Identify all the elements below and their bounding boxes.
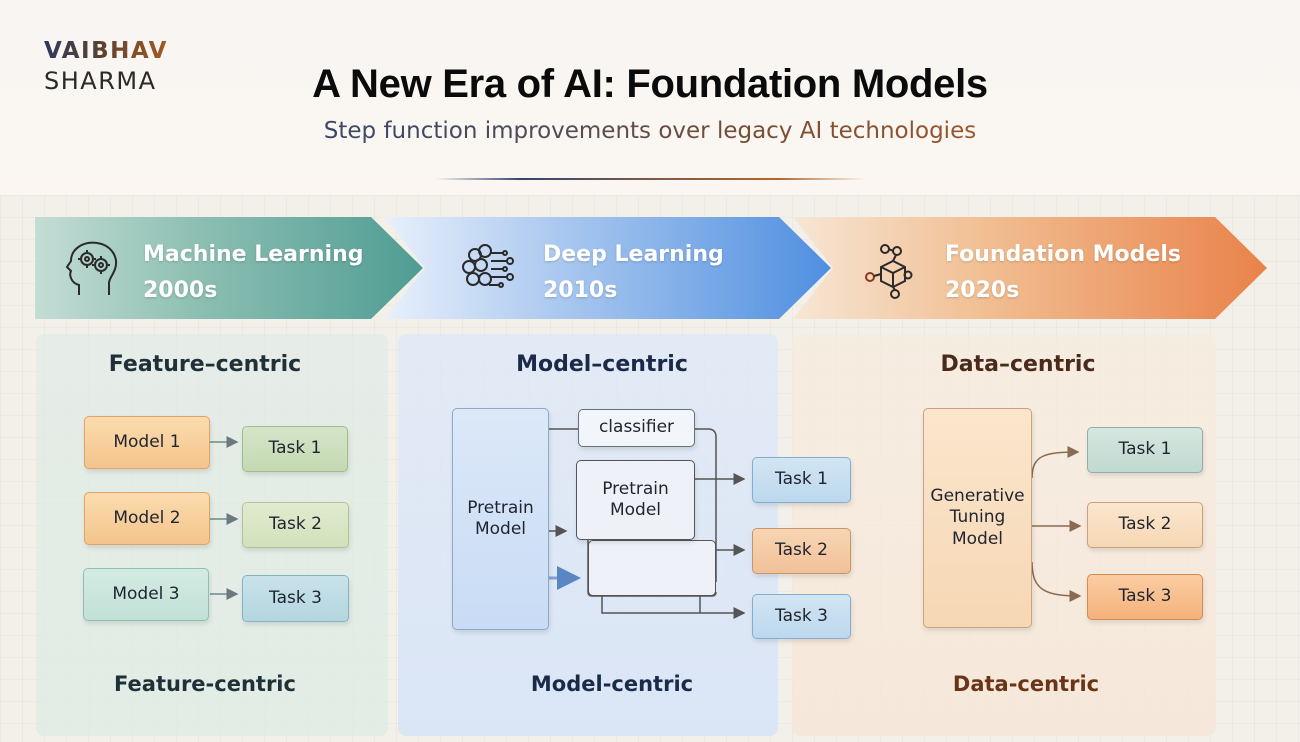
heading-feature-centric: Feature–centric bbox=[108, 352, 302, 377]
era-name: Foundation Models bbox=[945, 242, 1181, 267]
footer-feature-centric: Feature-centric bbox=[114, 672, 296, 696]
ml-model-2: Model 2 bbox=[84, 492, 210, 545]
page-title: A New Era of AI: Foundation Models bbox=[312, 62, 988, 106]
fm-task-2: Task 2 bbox=[1087, 502, 1203, 548]
footer-model-centric: Model-centric bbox=[530, 672, 694, 696]
era-name: Machine Learning bbox=[143, 242, 364, 267]
page-subtitle: Step function improvements over legacy A… bbox=[240, 118, 1060, 144]
ml-model-3: Model 3 bbox=[83, 568, 209, 621]
ml-task-1: Task 1 bbox=[242, 426, 348, 472]
logo-line1: VAIBHAV bbox=[44, 38, 168, 64]
banner-deep-learning: Deep Learning 2010s bbox=[385, 217, 831, 319]
header-divider bbox=[435, 178, 865, 180]
head-gears-icon bbox=[63, 239, 125, 299]
ml-task-3: Task 3 bbox=[242, 575, 349, 622]
heading-data-centric: Data–centric bbox=[940, 352, 1096, 377]
heading-model-centric: Model–centric bbox=[516, 352, 688, 377]
fm-generative-tuning-model: Generative Tuning Model bbox=[923, 408, 1032, 628]
era-decade: 2000s bbox=[143, 278, 218, 303]
dl-task-1: Task 1 bbox=[752, 457, 851, 503]
dl-pretrain-model-left: Pretrain Model bbox=[452, 408, 549, 630]
neural-brain-icon bbox=[459, 239, 521, 299]
banner-machine-learning: Machine Learning 2000s bbox=[35, 217, 423, 319]
logo-line2: SHARMA bbox=[44, 67, 157, 95]
fm-task-1: Task 1 bbox=[1087, 427, 1203, 473]
footer-data-centric: Data-centric bbox=[952, 672, 1100, 696]
era-decade: 2020s bbox=[945, 278, 1020, 303]
logo: VAIBHAV SHARMA bbox=[44, 38, 168, 95]
era-name: Deep Learning bbox=[543, 242, 724, 267]
fm-task-3: Task 3 bbox=[1087, 574, 1203, 620]
dl-pretrain-model-inner: Pretrain Model bbox=[576, 460, 695, 540]
network-cube-icon bbox=[859, 239, 921, 299]
dl-task-2: Task 2 bbox=[752, 528, 851, 574]
header bbox=[0, 0, 1300, 195]
ml-task-2: Task 2 bbox=[242, 502, 349, 548]
dl-stack-back bbox=[588, 540, 716, 596]
dl-task-3: Task 3 bbox=[752, 594, 851, 639]
era-decade: 2010s bbox=[543, 278, 618, 303]
ml-model-1: Model 1 bbox=[84, 416, 210, 469]
banner-foundation-models: Foundation Models 2020s bbox=[793, 217, 1267, 319]
dl-classifier: classifier bbox=[578, 409, 695, 447]
